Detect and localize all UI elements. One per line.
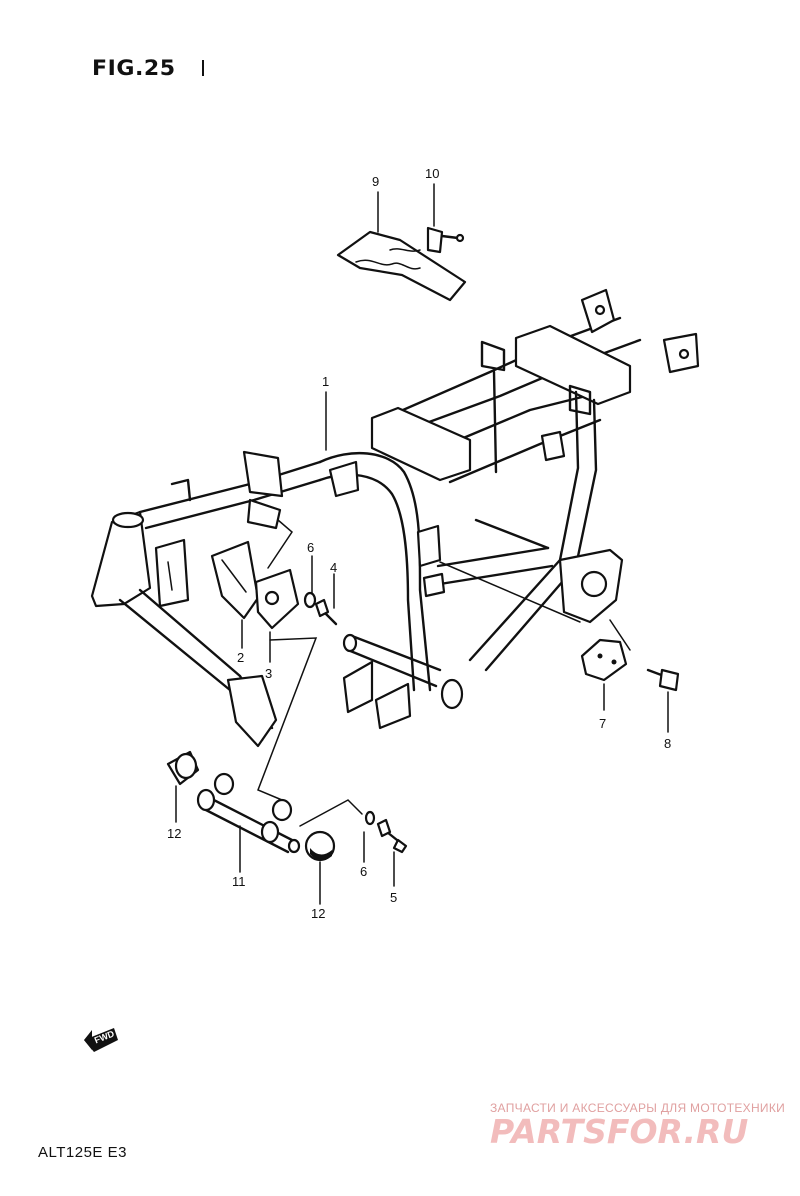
callout-10: 10 (425, 166, 440, 181)
part-5-bolt (376, 818, 408, 854)
part-9-seat-pad (336, 230, 467, 302)
title-mark (202, 60, 204, 76)
watermark-caption: ЗАПЧАСТИ И АКСЕССУАРЫ ДЛЯ МОТОТЕХНИКИ (490, 1101, 786, 1115)
callout-1: 1 (322, 374, 330, 389)
assembly-lines (257, 519, 631, 827)
callout-4: 4 (330, 560, 338, 575)
part-4-bolt (314, 598, 338, 626)
part-3-bracket (254, 568, 300, 630)
callout-9: 9 (372, 174, 380, 189)
part-6-washer-upper (303, 591, 317, 609)
figure-title: FIG.25 (92, 56, 176, 80)
model-code: ALT125E E3 (38, 1144, 127, 1161)
part-1-main-frame (90, 288, 700, 748)
leader-lines (175, 183, 669, 905)
part-2-bracket (210, 540, 260, 620)
fwd-arrow-icon (84, 1028, 118, 1052)
part-10-clamp (426, 226, 465, 254)
callout-6-lower: 6 (360, 864, 368, 879)
part-11-shaft (196, 772, 301, 854)
callout-2: 2 (237, 650, 245, 665)
watermark-logo: PARTSFOR.RU (490, 1112, 749, 1151)
callout-8: 8 (664, 736, 672, 751)
callout-11: 11 (232, 874, 246, 889)
part-6-washer-lower (364, 810, 376, 826)
callout-7: 7 (599, 716, 607, 731)
part-12-bushing-right (304, 830, 336, 862)
callout-5: 5 (390, 890, 398, 905)
callout-12-right: 12 (311, 906, 326, 921)
callout-6-upper: 6 (307, 540, 315, 555)
part-12-bushing-left (166, 750, 200, 786)
callout-3: 3 (265, 666, 273, 681)
part-7-plate (580, 638, 628, 682)
callout-12-left: 12 (167, 826, 182, 841)
part-8-bolt (646, 668, 680, 692)
